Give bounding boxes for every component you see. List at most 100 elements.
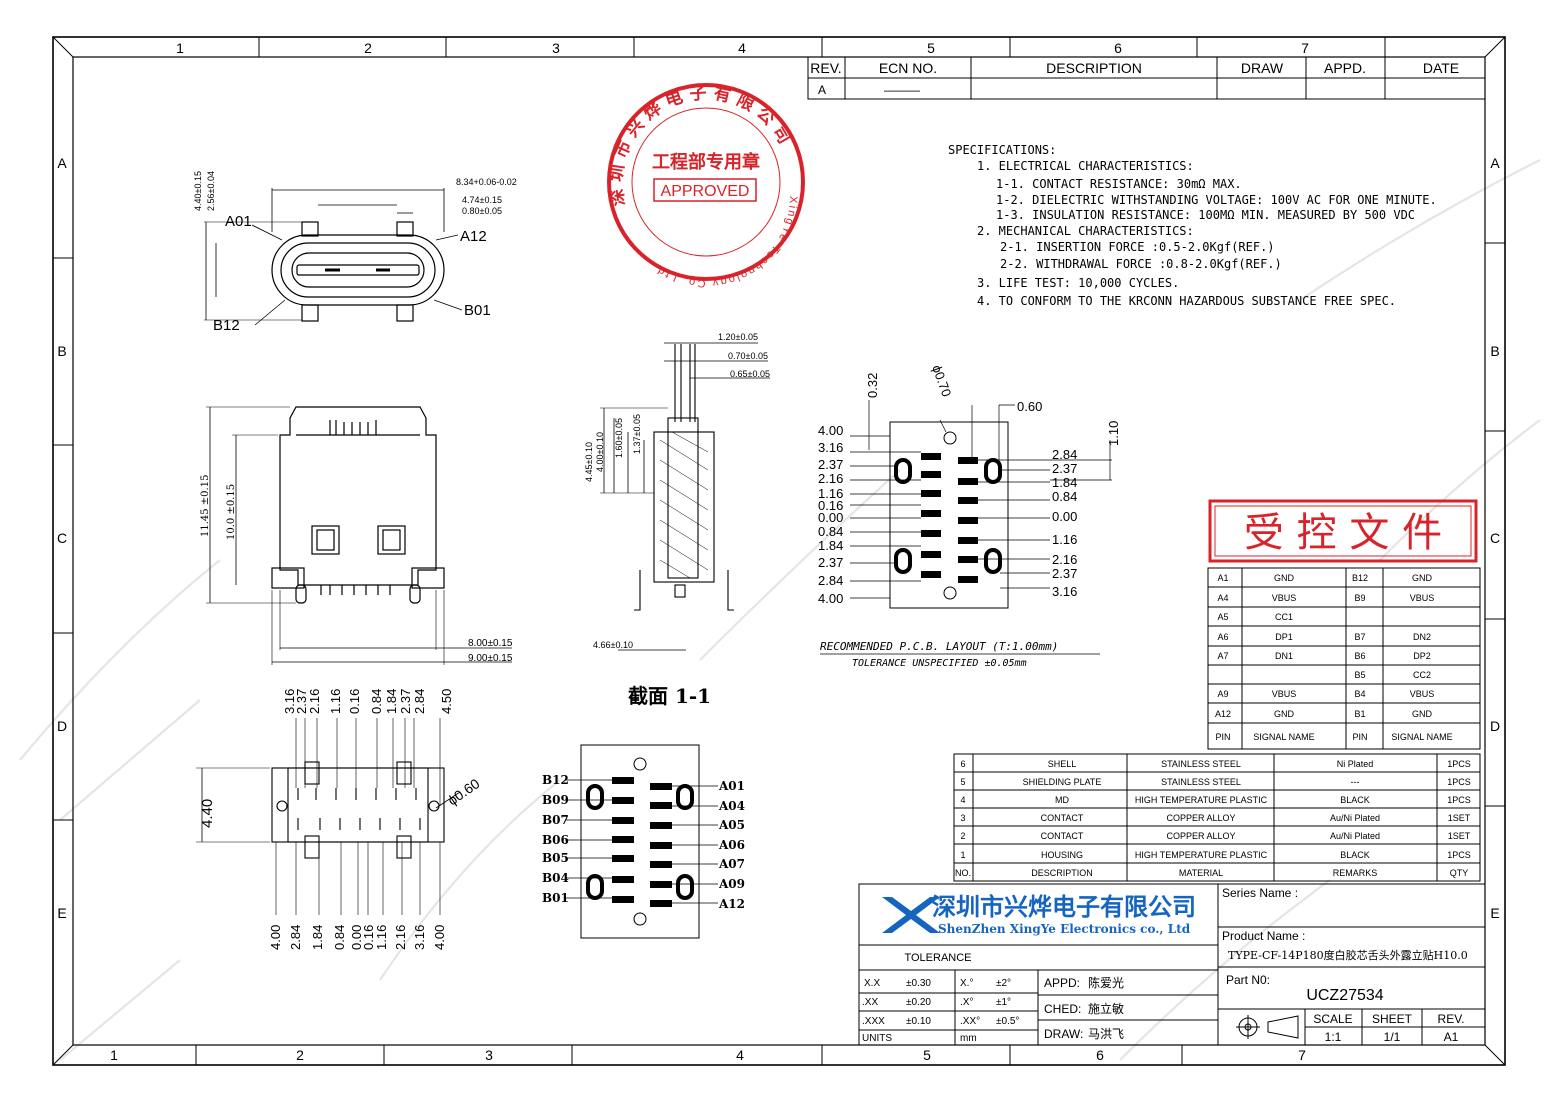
dim-label: 2.16 [307,689,322,714]
stamp-ring-en: XingYe Technology Co.,Ltd [654,196,799,289]
col-label: 1 [176,40,184,56]
signal-table: A1 GND B12 GND A4 VBUS B9 VBUS A5 CC1 A6… [1207,567,1481,750]
stamp-approved: APPROVED [661,183,750,200]
dim-label: 2.84 [1052,447,1077,462]
bom-material: STAINLESS STEEL [1161,759,1241,769]
signal-pin: A7 [1217,651,1228,661]
appd-header: APPD. [1324,60,1366,76]
bom-qty: 1SET [1448,831,1471,841]
dim-label: 1.16 [328,689,343,714]
bom-desc: MD [1055,795,1069,805]
bom-qty: 1SET [1448,813,1471,823]
dim-label: 1.84 [310,925,325,950]
date-header: DATE [1423,60,1459,76]
pin-label: B01 [542,891,569,905]
dim-label: 2.84 [412,689,427,714]
product-name: TYPE-CF-14P180度白胶芯舌头外露立贴H10.0 [1228,948,1468,962]
draw-label: DRAW: [1044,1027,1083,1041]
signal-pin: A1 [1217,573,1228,583]
bom-qty: 1PCS [1447,850,1471,860]
pcb-layout-labels: 0.32 ϕ0.70 0.60 1.10 4.00 3.16 2.37 2.16… [818,363,1121,669]
description-header: DESCRIPTION [1046,60,1142,76]
stamp-center: 工程部专用章 [652,151,760,172]
tol-cell: X.X [864,978,880,989]
spec-title: SPECIFICATIONS: [948,143,1056,157]
dim-label: 0.32 [865,373,880,398]
dim-label: 0.84 [332,925,347,950]
spec-line: 1-1. CONTACT RESISTANCE: 30mΩ MAX. [996,177,1242,191]
dim-label: 0.65±0.05 [730,369,770,379]
rev-header: REV. [810,60,841,76]
signal-header: PIN [1215,732,1230,742]
pin-label: A06 [718,838,745,852]
bom-material: COPPER ALLOY [1166,831,1235,841]
front-view-labels: 11.45 ±0.15 10.0 ±0.15 8.00±0.15 9.00±0.… [200,475,513,664]
top-view [204,188,463,326]
pin-label: B05 [542,851,569,865]
company-logo-icon [882,897,940,933]
rev-label: REV. [1438,1012,1465,1026]
col-label: 6 [1096,1047,1104,1063]
dim-label: 8.00±0.15 [468,638,513,649]
dim-label: ϕ0.60 [445,775,483,808]
pin-label: A07 [718,857,745,871]
bom-desc: SHIELDING PLATE [1023,777,1102,787]
rev-value: A [818,83,826,97]
bom-no: 2 [960,831,965,841]
bom-desc: HOUSING [1041,850,1083,860]
pin-label: A01 [718,779,745,793]
signal-pin: B5 [1354,670,1365,680]
signal-name: CC2 [1413,670,1431,680]
bom-remarks: Au/Ni Plated [1330,813,1380,823]
col-label: 4 [738,40,746,56]
company-name-cn: 深圳市兴烨电子有限公司 [932,893,1196,921]
dim-label: 1.20±0.05 [718,332,758,342]
dim-label: 1.84 [384,689,399,714]
bom-header: NO. [955,868,971,878]
signal-pin: A5 [1217,612,1228,622]
tol-cell: .X° [960,997,973,1008]
appd-name: 陈爱光 [1088,975,1124,990]
col-label: 6 [1114,40,1122,56]
draw-header: DRAW [1241,60,1284,76]
drawing-frame [52,36,1506,1066]
pin-label: B12 [213,317,240,334]
dim-label: 0.84 [818,524,843,539]
bom-table: 6 SHELL STAINLESS STEEL Ni Plated 1PCS 5… [953,753,1481,882]
revision-table: REV. ECN NO. DESCRIPTION DRAW APPD. DATE… [807,56,1486,100]
dim-label: 2.56±0.04 [206,171,216,211]
signal-pin: B6 [1354,651,1365,661]
bom-remarks: BLACK [1340,850,1370,860]
pin-view [565,744,718,939]
dim-label: 0.16 [818,498,843,513]
pin-label: A04 [718,799,745,813]
dim-label: 0.80±0.05 [462,206,502,216]
bom-material: HIGH TEMPERATURE PLASTIC [1135,850,1268,860]
dim-label: 2.16 [393,925,408,950]
signal-name: VBUS [1272,689,1297,699]
dim-label: 2.37 [398,689,413,714]
dim-label: 1.84 [818,538,843,553]
bom-no: 6 [960,759,965,769]
bom-desc: CONTACT [1041,813,1084,823]
section-caption: 截面 1-1 [628,684,711,708]
dim-label: 1.84 [1052,475,1077,490]
signal-header: SIGNAL NAME [1391,732,1452,742]
tol-cell: ±0.30 [906,978,931,989]
watermark [19,159,1541,1061]
section-view-labels: 1.20±0.05 0.70±0.05 0.65±0.05 4.45±0.10 … [584,332,770,708]
col-label: 7 [1301,40,1309,56]
frame-labels: 1 2 3 4 5 6 7 1 2 3 4 5 6 7 A B C D E A … [57,40,1500,1063]
bom-remarks: Ni Plated [1337,759,1374,769]
sheet-value: 1/1 [1384,1030,1401,1044]
series-label: Series Name : [1222,886,1298,900]
spec-line: 1. ELECTRICAL CHARACTERISTICS: [977,159,1194,173]
dim-label: 0.00 [1052,509,1077,524]
scale-value: 1:1 [1325,1030,1342,1044]
dim-label: 4.66±0.10 [593,640,633,650]
controlled-document-stamp: 受 控 文 件 [1208,499,1478,563]
ecn-value: ——— [884,83,920,97]
signal-pin: B7 [1354,632,1365,642]
pin-label: A05 [718,818,745,832]
